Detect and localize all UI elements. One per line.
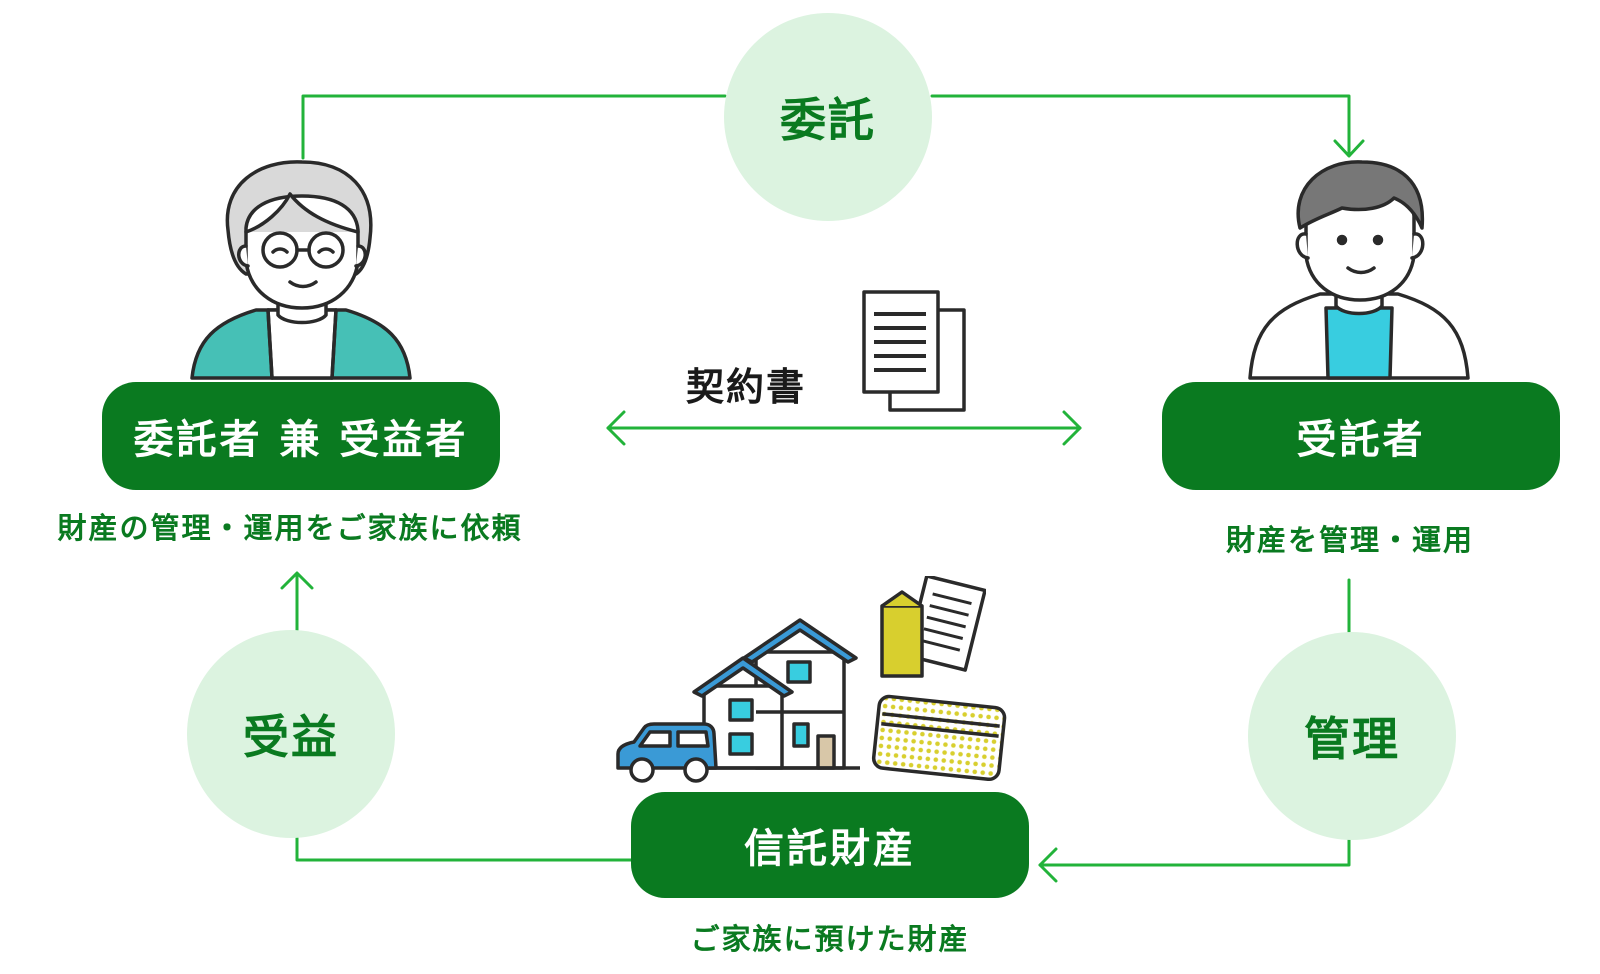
manage-arrowhead: [1038, 847, 1058, 883]
settlor-beneficiary-label: 委託者 兼 受益者: [133, 417, 469, 463]
manage-circle: 管理: [1248, 632, 1456, 840]
entrust-arrow-line-right: [930, 94, 1351, 157]
house-icon: [690, 618, 860, 770]
manage-label: 管理: [1304, 712, 1400, 766]
contract-label: 契約書: [686, 365, 807, 409]
benefit-arrowhead: [280, 571, 314, 590]
trust-property-pill: 信託財産: [631, 792, 1029, 898]
contract-document-icon: [862, 290, 966, 412]
benefit-label: 受益: [243, 710, 339, 764]
entrust-arrow-line: [301, 94, 727, 160]
settlor-beneficiary-pill: 委託者 兼 受益者: [102, 382, 500, 490]
contract-arrowhead-right: [1062, 410, 1082, 446]
entrust-label: 委託: [780, 93, 876, 147]
bankbook-card-icon: [871, 694, 1007, 782]
contract-arrowhead-left: [606, 410, 626, 446]
manage-line-bottom: [1038, 836, 1351, 867]
car-icon: [616, 722, 718, 783]
trustee-caption: 財産を管理・運用: [1225, 523, 1474, 557]
young-person-icon: [1248, 160, 1470, 380]
benefit-circle: 受益: [187, 630, 395, 838]
benefit-line-bottom: [295, 836, 634, 862]
trustee-label: 受託者: [1296, 417, 1426, 463]
trust-property-label: 信託財産: [744, 826, 916, 872]
property-caption: ご家族に預けた財産: [690, 922, 970, 956]
trustee-pill: 受託者: [1162, 382, 1560, 490]
elderly-person-icon: [190, 160, 412, 380]
entrust-circle: 委託: [724, 13, 932, 221]
entrust-arrowhead: [1333, 139, 1365, 158]
documents-envelope-icon: [880, 576, 986, 678]
settlor-caption: 財産の管理・運用をご家族に依頼: [57, 511, 523, 545]
